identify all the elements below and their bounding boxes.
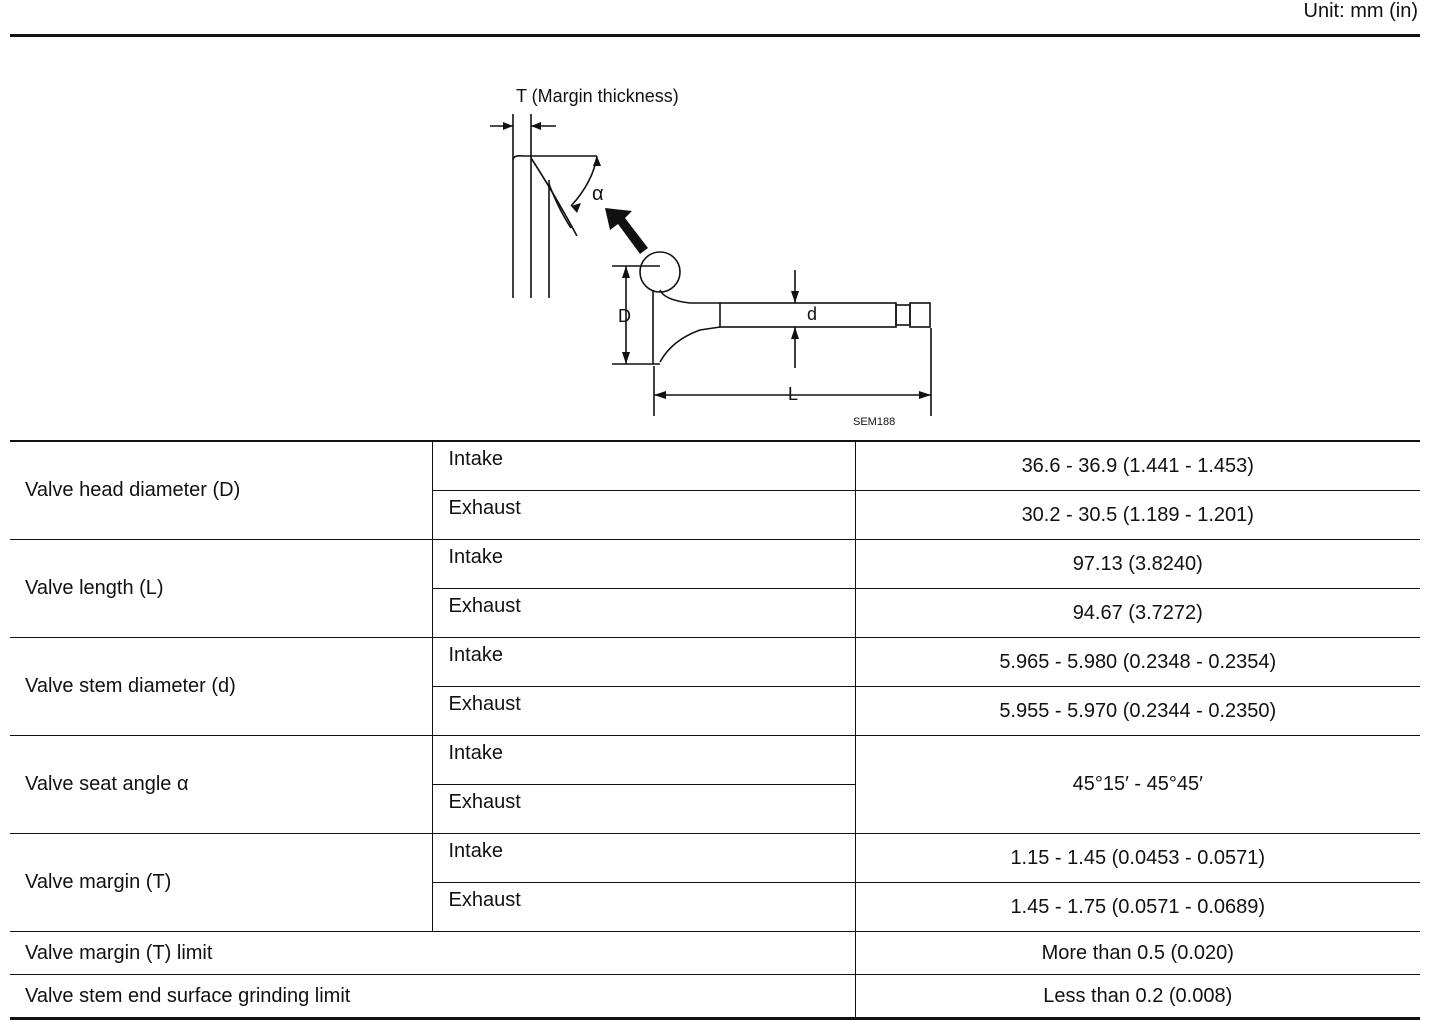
row-value: 30.2 - 30.5 (1.189 - 1.201) (854, 490, 1420, 540)
table-row: Exhaust (10, 784, 1420, 834)
table-row: Valve stem end surface grinding limit Le… (10, 974, 1420, 1020)
valve-stem-end (909, 302, 931, 328)
detail-pointer-arrow (605, 208, 648, 254)
detail-seat-face-2 (548, 183, 572, 229)
table-row: Valve margin (T) Intake 1.15 - 1.45 (0.0… (10, 833, 1420, 932)
row-item: Valve margin (T) limit (10, 931, 856, 975)
detail-circle (639, 251, 681, 293)
margin-thickness-label: T (Margin thickness) (516, 86, 679, 106)
row-item: Valve stem diameter (d) (10, 637, 433, 736)
row-side: Intake (431, 440, 856, 491)
row-value: 45°15′ - 45°45′ (854, 735, 1420, 834)
row-item: Valve margin (T) (10, 833, 433, 932)
table-row: Exhaust 5.955 - 5.970 (0.2344 - 0.2350) (10, 686, 1420, 736)
row-value: 1.15 - 1.45 (0.0453 - 0.0571) (854, 833, 1420, 883)
detail-top-face (512, 155, 597, 161)
head-diameter-label: D (618, 306, 631, 326)
unit-label: Unit: mm (in) (1303, 0, 1418, 22)
stem-diameter-label: d (807, 304, 817, 324)
top-rule (10, 34, 1420, 37)
row-item: Valve length (L) (10, 539, 433, 638)
table-row: Valve stem diameter (d) Intake 5.965 - 5… (10, 637, 1420, 736)
row-side: Intake (431, 833, 856, 883)
figure-code: SEM188 (853, 416, 895, 428)
table-row: Valve head diameter (D) Intake 36.6 - 36… (10, 440, 1420, 540)
alpha-label: α (592, 183, 604, 205)
row-item: Valve head diameter (D) (10, 440, 433, 540)
valve-figure: T (Margin thickness) α D d L SEM188 (490, 86, 932, 428)
row-side: Intake (431, 539, 856, 589)
row-value: Less than 0.2 (0.008) (854, 974, 1420, 1020)
table-row: Valve length (L) Intake 97.13 (3.8240) (10, 539, 1420, 638)
table-row: Exhaust 94.67 (3.7272) (10, 588, 1420, 638)
row-side: Exhaust (432, 588, 856, 638)
table-row: Exhaust 1.45 - 1.75 (0.0571 - 0.0689) (10, 882, 1420, 932)
table-row: Exhaust 30.2 - 30.5 (1.189 - 1.201) (10, 490, 1420, 540)
row-value: 36.6 - 36.9 (1.441 - 1.453) (854, 440, 1420, 491)
valve-lower-fillet (659, 326, 721, 363)
valve-spec-table: Valve head diameter (D) Intake 36.6 - 36… (10, 440, 1420, 1020)
row-value: 97.13 (3.8240) (854, 539, 1420, 589)
table-row: Valve margin (T) limit More than 0.5 (0.… (10, 931, 1420, 975)
row-side: Exhaust (432, 686, 856, 736)
row-value: 5.965 - 5.980 (0.2348 - 0.2354) (854, 637, 1420, 687)
row-value: 5.955 - 5.970 (0.2344 - 0.2350) (854, 686, 1420, 736)
valve-upper-fillet (659, 289, 720, 304)
row-value: 94.67 (3.7272) (854, 588, 1420, 638)
length-label: L (788, 384, 798, 404)
row-side: Exhaust (432, 882, 856, 932)
row-value: 1.45 - 1.75 (0.0571 - 0.0689) (854, 882, 1420, 932)
row-item: Valve seat angle α (10, 735, 433, 834)
row-item: Valve stem end surface grinding limit (10, 974, 856, 1020)
row-side: Exhaust (432, 784, 855, 834)
row-side: Exhaust (432, 490, 856, 540)
row-side: Intake (431, 735, 856, 785)
row-value: More than 0.5 (0.020) (854, 931, 1420, 975)
row-side: Intake (431, 637, 856, 687)
table-row: Valve seat angle α Intake 45°15′ - 45°45… (10, 735, 1420, 834)
